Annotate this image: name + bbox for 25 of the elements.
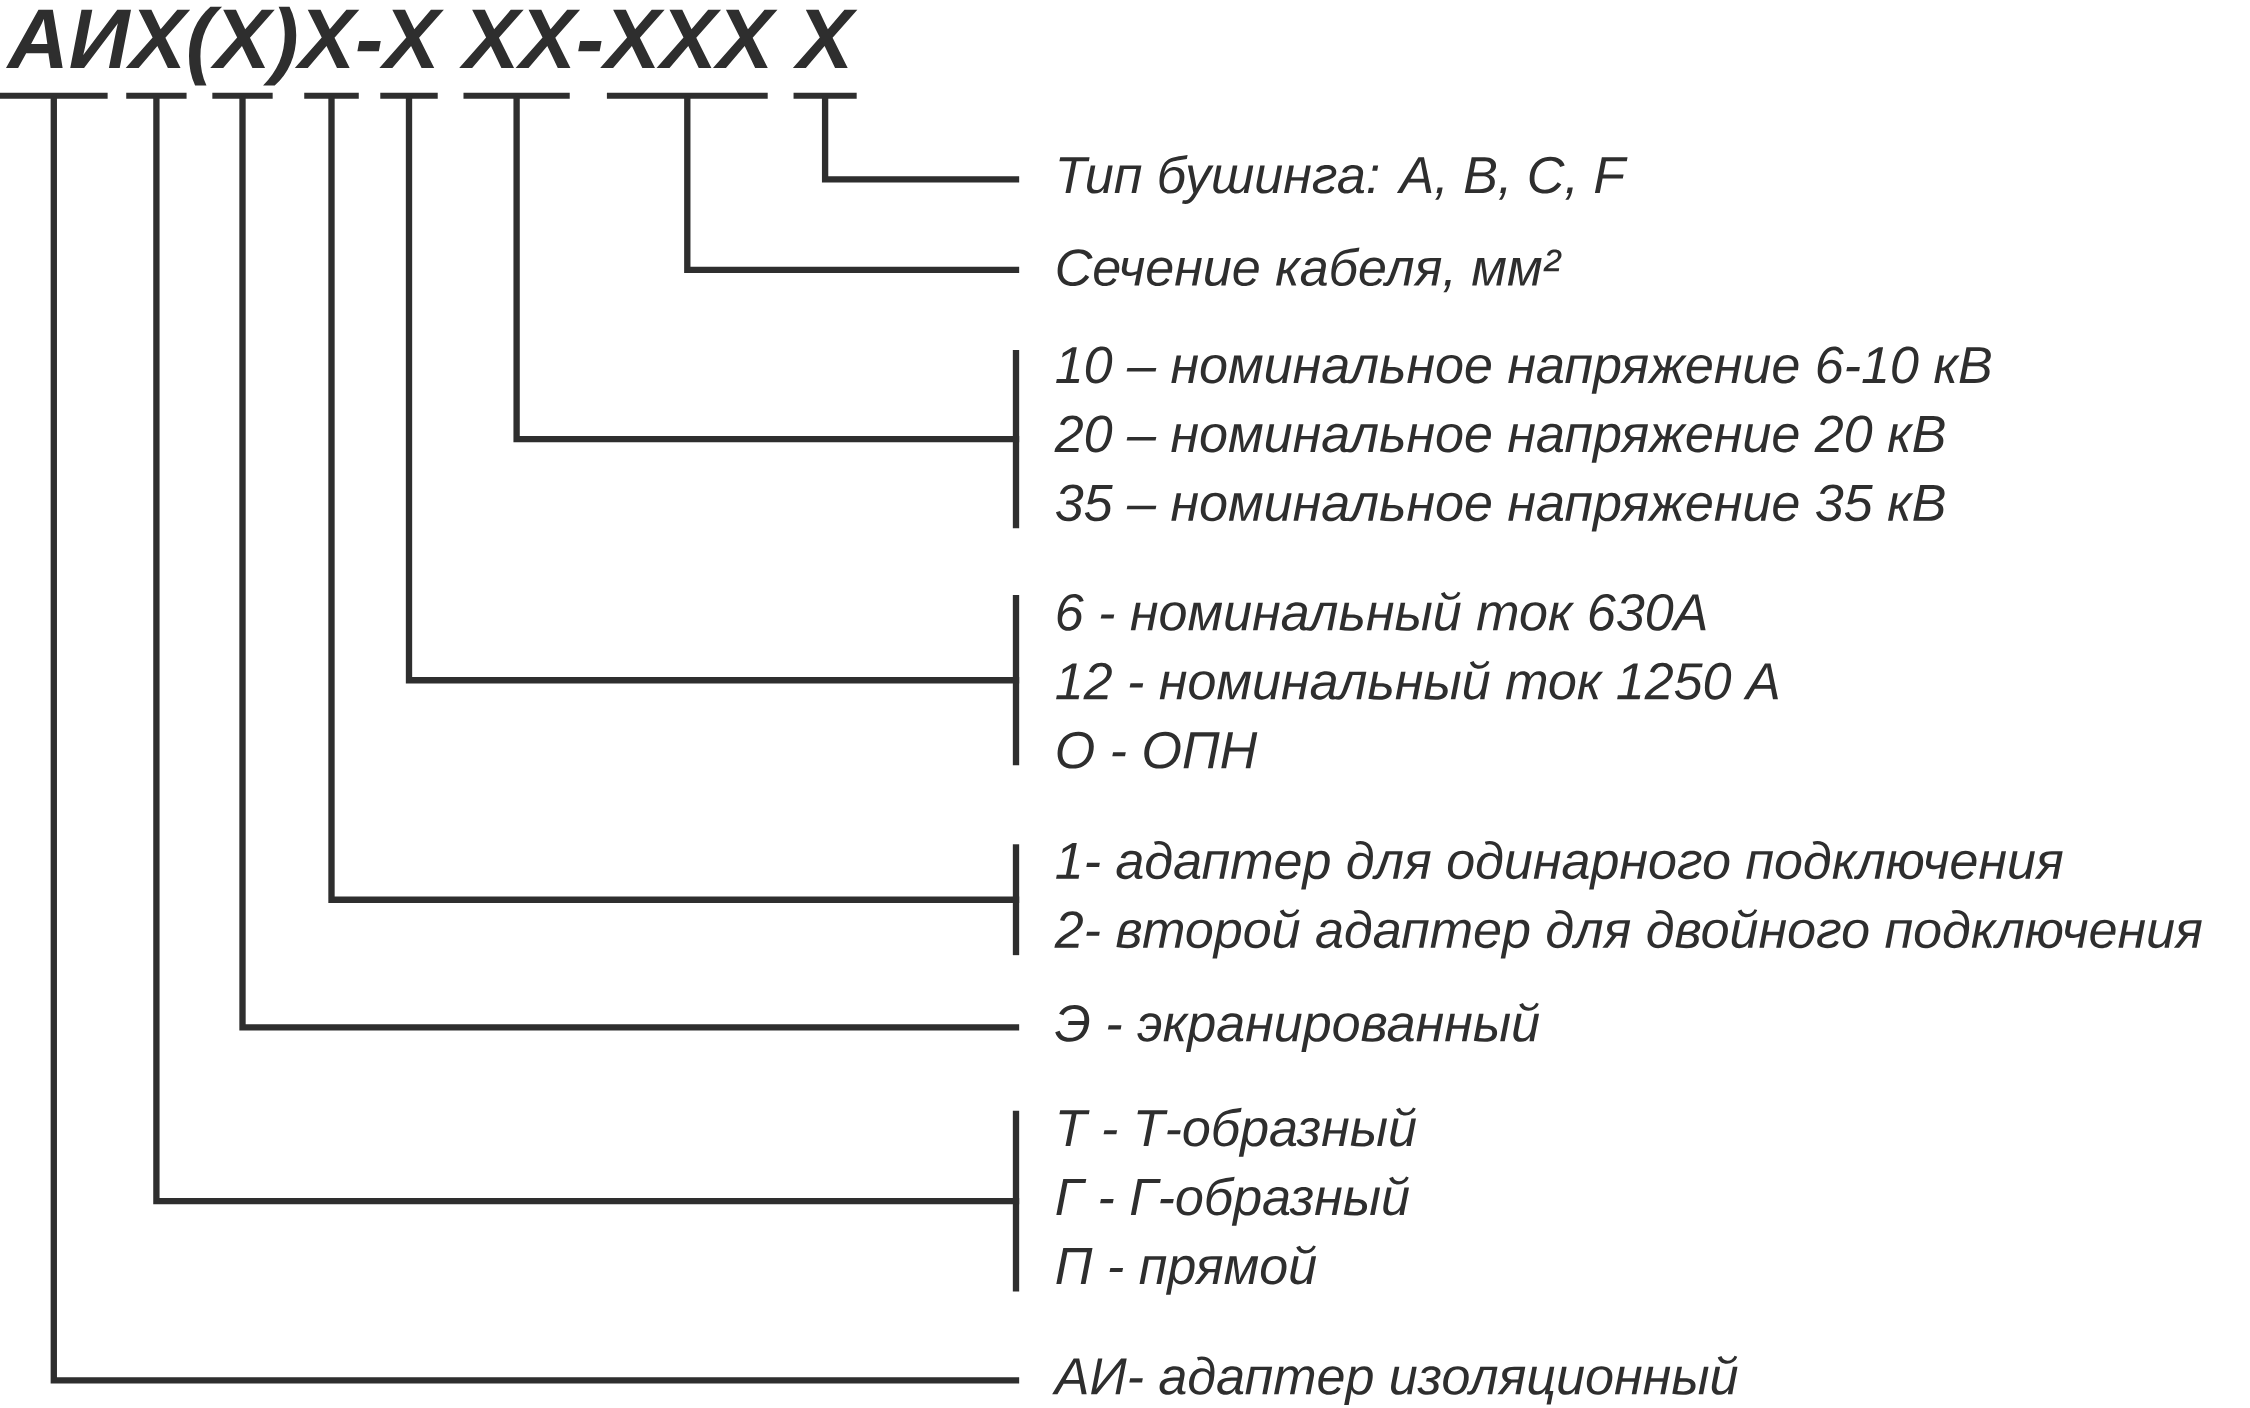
underline-bar	[304, 92, 359, 99]
designation-code: АИХ(Х)Х-Х ХХ-ХХХ Х	[6, 6, 858, 86]
underline-bar	[0, 92, 108, 99]
underline-bar	[793, 92, 857, 99]
bracketed-description: 1- адаптер для одинарного подключения 2- второй адаптер для двойного подключения	[1012, 841, 2202, 959]
leader-line	[405, 96, 1020, 684]
description-text: Тип бушинга: A, B, C, F	[1059, 154, 1628, 204]
leader-line	[50, 96, 1020, 1384]
underline-bar	[463, 92, 570, 99]
bracketed-description: 10 – номинальное напряжение 6-10 кВ 20 – номинальное напряжение 20 кВ 35 – номинальное напряжение 35 кВ	[1012, 346, 1991, 532]
underline-bar	[380, 92, 438, 99]
underline-bar	[212, 92, 273, 99]
underline-bar	[606, 92, 768, 99]
leader-line	[239, 96, 1020, 1031]
description-text: Сечение кабеля, мм²	[1057, 247, 1562, 293]
leader-line	[513, 96, 1020, 443]
leader-line	[821, 96, 1020, 183]
leader-line	[328, 96, 1020, 903]
bracketed-description: 6 - номинальный ток 630А 12 - номинальный ток 1250 А О - ОПН	[1012, 591, 1778, 769]
bracketed-description: Т - Т-образный Г - Г-образный П - прямой	[1012, 1107, 1416, 1295]
leader-line	[153, 96, 1020, 1205]
description-text: Э - экранированный	[1055, 1002, 1540, 1053]
underline-bar	[126, 92, 187, 99]
description-text: АИ- адаптер изоляционный	[1052, 1355, 1738, 1406]
leader-line	[684, 96, 1020, 273]
